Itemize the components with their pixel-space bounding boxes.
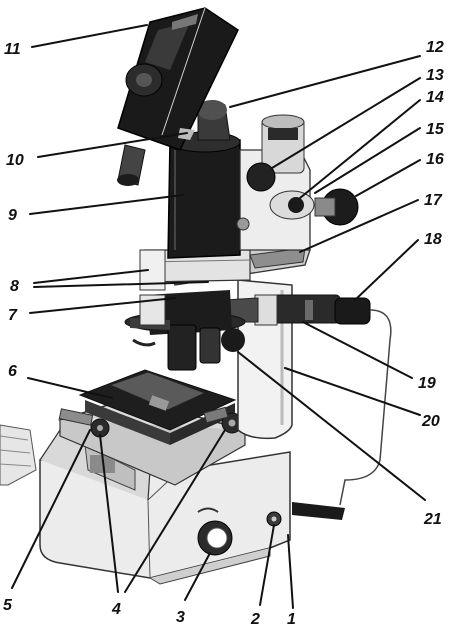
top-housing [117,7,239,186]
leader-17 [299,199,419,253]
label-19: 19 [418,375,436,392]
label-11: 11 [4,41,21,58]
leader-13 [271,77,421,169]
leader-9 [29,194,184,215]
leader-6 [27,377,113,399]
micrometer [224,294,371,326]
leader-10 [37,132,188,158]
leader-14 [299,99,421,199]
leader-5 [11,429,91,589]
plug [292,502,345,520]
cable [339,309,392,506]
leader-2 [259,524,275,606]
leader-7 [29,297,176,314]
label-12: 12 [426,39,444,56]
leader-12 [229,55,421,108]
label-6: 6 [8,363,17,380]
leader-19 [302,321,413,379]
leader-15 [314,127,421,194]
label-16: 16 [426,151,444,168]
microscope-drawing [0,7,392,585]
leader-21 [237,351,426,501]
label-5: 5 [3,597,13,614]
main-tube [167,139,241,259]
label-9: 9 [8,207,17,224]
leader-4a [99,434,119,593]
label-1: 1 [287,611,296,627]
label-13: 13 [426,67,444,84]
leader-4b [124,429,226,593]
label-14: 14 [426,89,444,106]
label-4: 4 [111,601,121,618]
label-15: 15 [426,121,445,138]
label-17: 17 [424,192,443,209]
label-18: 18 [424,231,442,248]
leader-11 [31,24,148,48]
leader-1 [287,534,294,609]
label-7: 7 [8,307,18,324]
head-body [236,114,359,251]
label-8: 8 [10,278,19,295]
leader-18 [354,239,419,301]
label-10: 10 [6,152,24,169]
leader-16 [355,159,421,197]
number-labels: 1 2 3 4 5 6 7 8 9 10 11 12 13 14 15 16 1… [3,39,445,627]
leader-8b [33,281,209,288]
leader-20 [284,367,421,416]
label-2: 2 [250,611,260,627]
leader-lines [11,24,426,609]
label-21: 21 [423,511,442,528]
label-20: 20 [421,413,440,430]
leader-3 [184,552,211,601]
objective-assembly [124,290,246,371]
label-3: 3 [176,609,185,626]
leader-8a [33,269,149,284]
side-box [0,424,37,486]
